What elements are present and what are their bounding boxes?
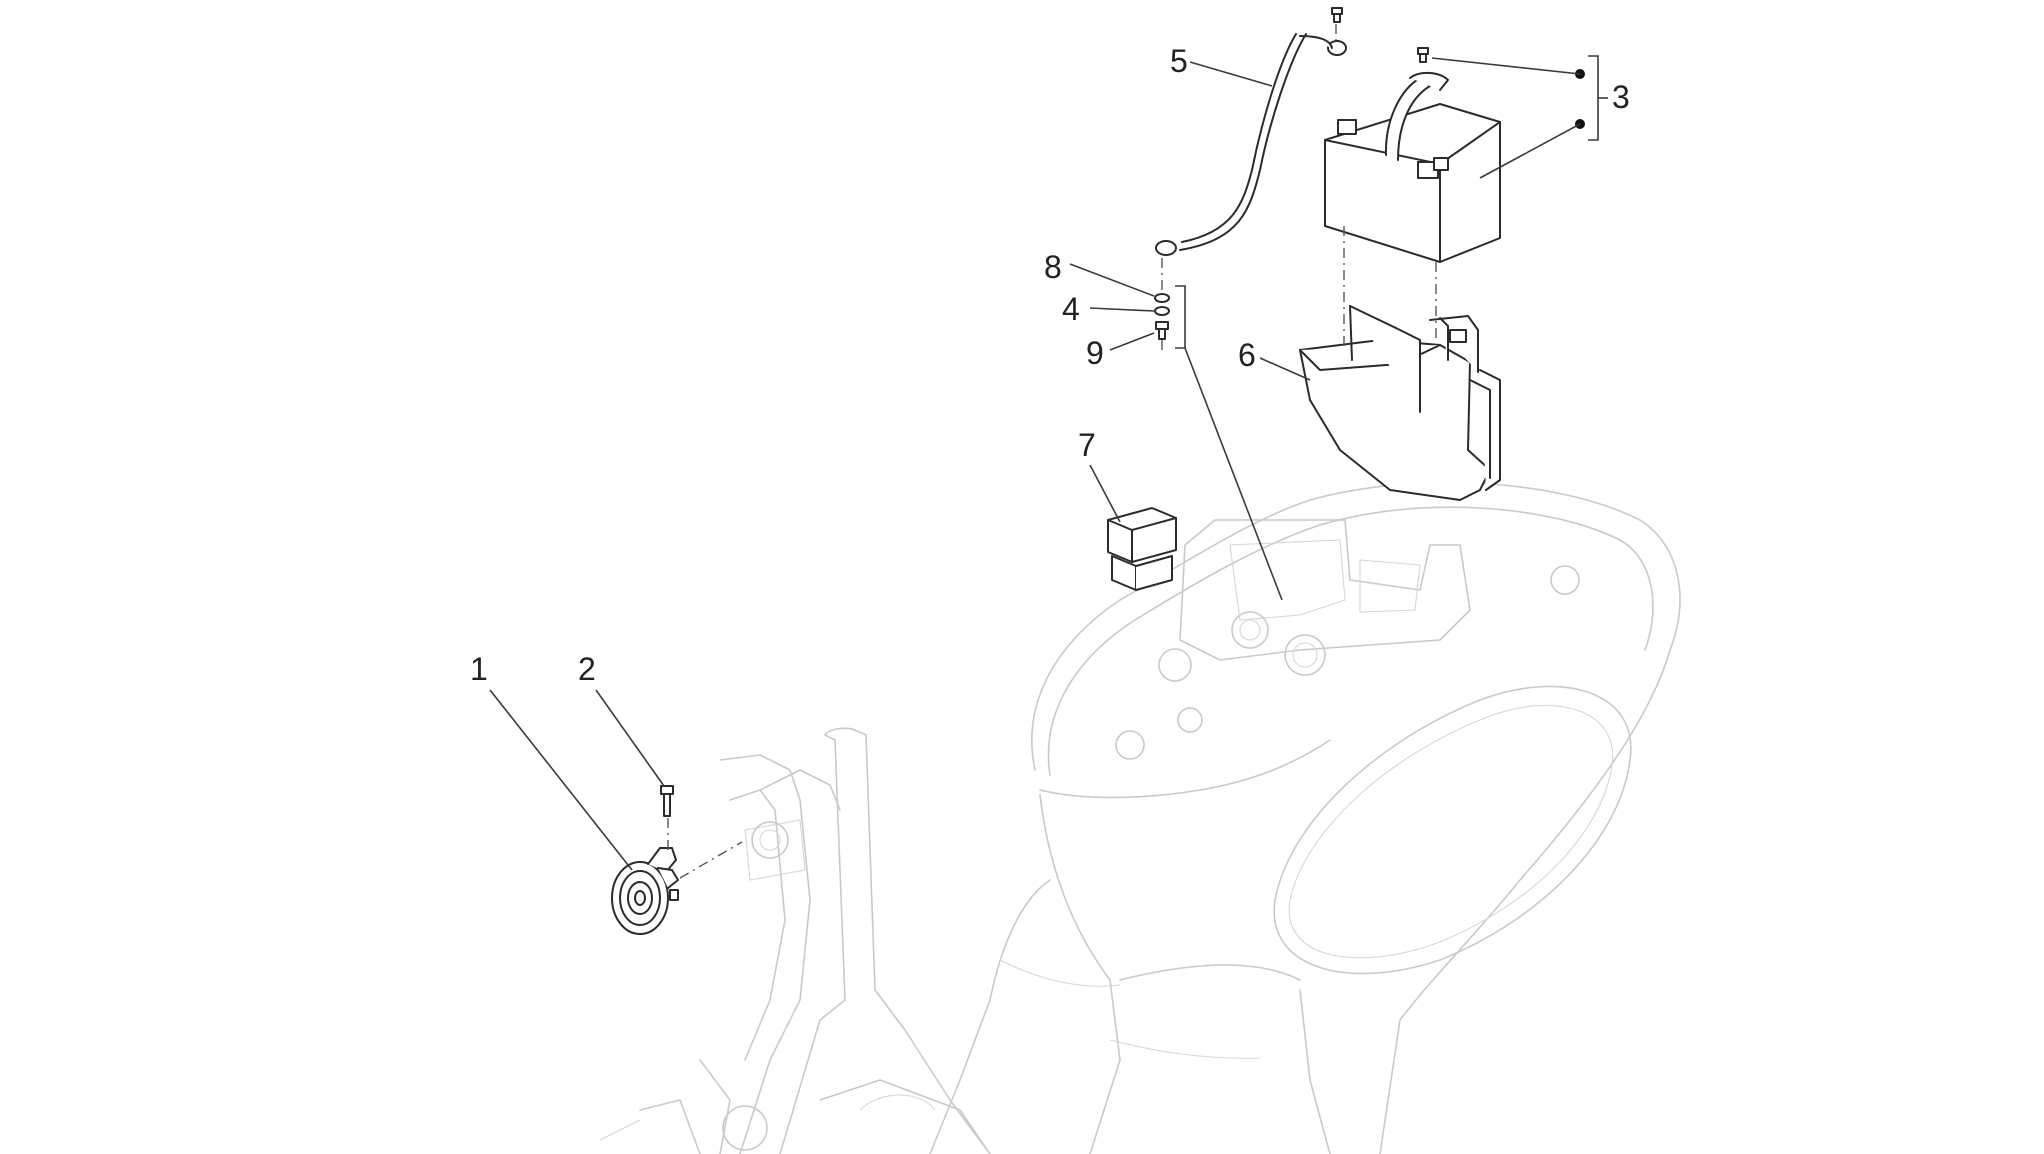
callout-5: 5 <box>1170 43 1188 79</box>
relay-module-part <box>1107 507 1177 591</box>
battery-part <box>1324 7 1585 263</box>
callout-4: 4 <box>1062 291 1080 327</box>
ground-cable-part <box>1155 33 1347 256</box>
callout-1: 1 <box>470 651 488 687</box>
front-frame-outline <box>599 727 991 1154</box>
callout-2: 2 <box>578 651 596 687</box>
horn-part <box>611 847 679 935</box>
lock-washer-part <box>1154 306 1170 316</box>
leader-lines <box>489 55 1608 871</box>
callout-9: 9 <box>1086 335 1104 371</box>
assembly-dashed-lines <box>667 24 1437 879</box>
washer-part <box>1154 293 1170 303</box>
callout-8: 8 <box>1044 249 1062 285</box>
scooter-body-outline <box>929 481 1681 1154</box>
screw-part <box>1155 321 1169 340</box>
callout-labels: 1 2 3 4 5 6 7 8 9 <box>470 43 1630 687</box>
battery-tray-part <box>1299 305 1501 501</box>
horn-bolt-part <box>660 785 674 817</box>
callout-7: 7 <box>1078 427 1096 463</box>
callout-6: 6 <box>1238 337 1256 373</box>
callout-3: 3 <box>1612 79 1630 115</box>
